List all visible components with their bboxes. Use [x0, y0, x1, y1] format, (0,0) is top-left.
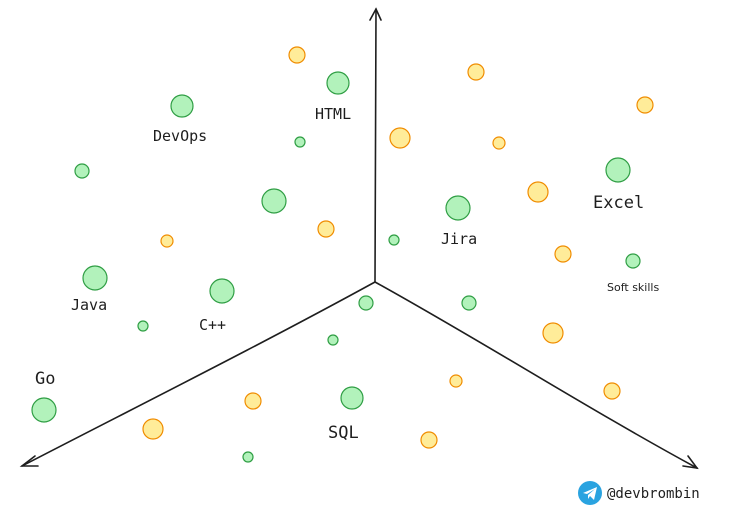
green-dot-0	[170, 94, 194, 118]
label-excel: Excel	[593, 193, 644, 213]
green-dot-13	[461, 295, 477, 311]
orange-dot-25	[160, 234, 174, 248]
axis-left-arrowhead	[19, 455, 39, 467]
label-html: HTML	[315, 105, 351, 123]
label-devops: DevOps	[153, 127, 207, 145]
green-dot-12	[625, 253, 641, 269]
label-java: Java	[71, 296, 107, 314]
telegram-icon[interactable]	[578, 481, 602, 505]
axis-vertical	[374, 8, 377, 283]
label-jira: Jira	[441, 230, 477, 248]
green-dot-2	[605, 157, 631, 183]
orange-dot-27	[542, 322, 564, 344]
green-dot-11	[388, 234, 400, 246]
credit-handle[interactable]: @devbrombin	[607, 486, 700, 502]
green-dot-4	[261, 188, 287, 214]
axis-right-arrowhead	[682, 455, 699, 470]
orange-dot-20	[636, 96, 654, 114]
axis-left	[21, 281, 376, 467]
orange-dot-18	[288, 46, 306, 64]
axis-vertical-arrowhead	[369, 7, 382, 21]
orange-dot-31	[142, 418, 164, 440]
orange-dot-26	[554, 245, 572, 263]
green-dot-1	[326, 71, 350, 95]
green-dot-6	[209, 278, 235, 304]
label-cpp: C++	[199, 316, 226, 334]
axis-right	[374, 281, 698, 469]
green-dot-7	[31, 397, 57, 423]
green-dot-14	[358, 295, 374, 311]
orange-dot-21	[389, 127, 411, 149]
label-sql: SQL	[328, 423, 359, 443]
green-dot-5	[82, 265, 108, 291]
green-dot-10	[294, 136, 306, 148]
credit[interactable]: @devbrombin	[578, 481, 700, 505]
green-dot-15	[137, 320, 149, 332]
green-dot-17	[242, 451, 254, 463]
green-dot-8	[340, 386, 364, 410]
orange-dot-22	[492, 136, 506, 150]
orange-dot-23	[527, 181, 549, 203]
skill-labels: DevOps HTML Excel Jira Soft skills Java …	[35, 105, 659, 443]
orange-dot-32	[420, 431, 438, 449]
green-dot-3	[445, 195, 471, 221]
skill-dots	[31, 46, 654, 463]
label-soft-skills: Soft skills	[607, 281, 659, 294]
green-dot-9	[74, 163, 90, 179]
orange-dot-24	[317, 220, 335, 238]
orange-dot-30	[244, 392, 262, 410]
orange-dot-28	[449, 374, 463, 388]
label-go: Go	[35, 369, 55, 389]
orange-dot-29	[603, 382, 621, 400]
orange-dot-19	[467, 63, 485, 81]
green-dot-16	[327, 334, 339, 346]
axes	[19, 7, 699, 470]
